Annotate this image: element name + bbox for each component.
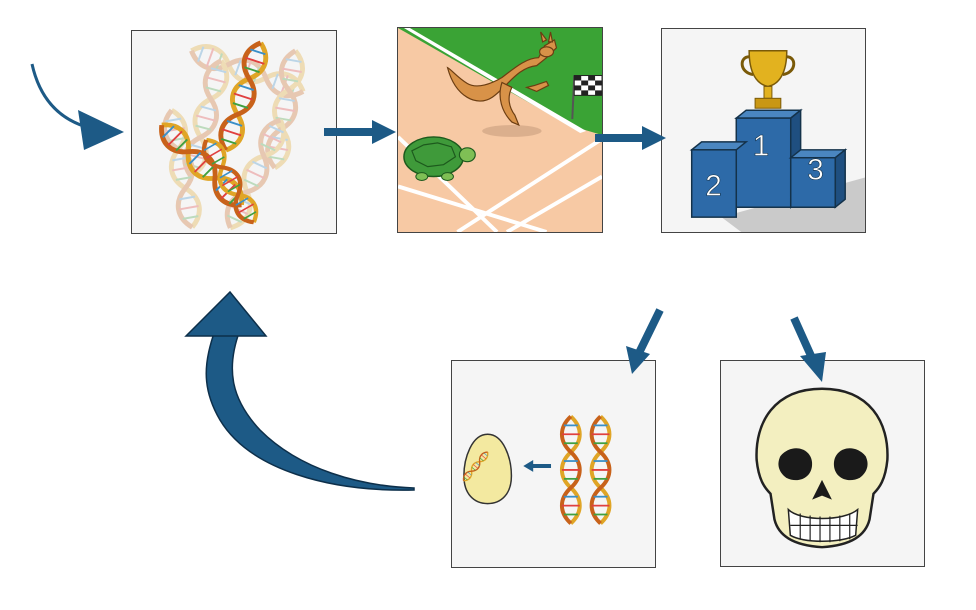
small-arrow-icon	[523, 460, 552, 472]
entry-arrow-icon	[30, 63, 124, 150]
death-panel	[720, 360, 925, 567]
dna-helix-icon	[132, 31, 336, 233]
dna-pool-panel	[131, 30, 337, 234]
skull-icon	[755, 387, 889, 549]
podium-trophy-icon: 1 2 3	[689, 50, 865, 232]
egg-icon	[460, 433, 513, 505]
race-panel	[397, 27, 603, 233]
trophy-icon	[740, 50, 796, 109]
podium-second-label: 2	[705, 169, 722, 202]
reproduction-panel	[451, 360, 656, 568]
race-to-winners-arrow-icon	[595, 126, 666, 150]
podium-third-label: 3	[807, 154, 824, 187]
podium-first-label: 1	[753, 130, 770, 163]
egg-dna-icon	[460, 414, 612, 526]
cycle-back-arrow-icon	[184, 290, 415, 491]
winners-panel: 1 2 3	[661, 28, 866, 233]
kangaroo-tortoise-race-icon	[398, 28, 602, 232]
